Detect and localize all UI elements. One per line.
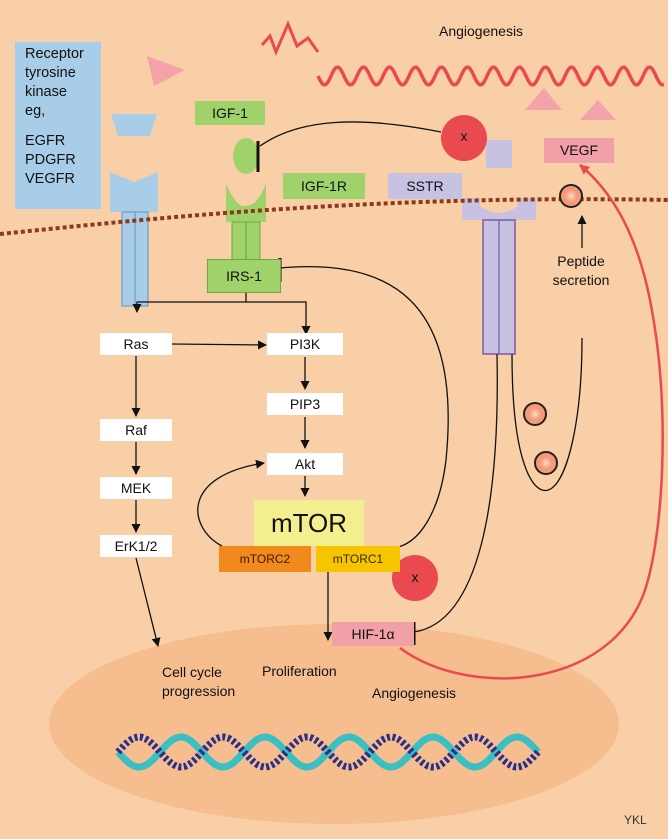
node-pip3: PIP3 bbox=[267, 393, 343, 415]
vesicle bbox=[523, 402, 547, 426]
vesicle bbox=[559, 184, 583, 208]
dna-strand-navy bbox=[115, 733, 541, 771]
peptide-secretion-label: Peptide secretion bbox=[536, 252, 626, 290]
igf1-receptor bbox=[226, 138, 266, 263]
peptide-label-line: secretion bbox=[552, 272, 610, 288]
angiogenesis-vessel-wave bbox=[316, 65, 665, 87]
sstr-extracellular bbox=[462, 198, 536, 220]
rtk-label-line: eg, bbox=[25, 103, 46, 119]
node-mek: MEK bbox=[100, 477, 172, 499]
sstr-to-hif bbox=[413, 353, 498, 633]
vegf-label: VEGF bbox=[544, 138, 614, 163]
node-ras: Ras bbox=[100, 333, 172, 355]
ligand-triangle bbox=[525, 88, 562, 110]
node-hif1a: HIF-1α bbox=[332, 622, 414, 646]
node-mtorc2: mTORC2 bbox=[219, 546, 311, 572]
irs1-label: IRS-1 bbox=[207, 259, 281, 293]
receptor-tyrosine-kinase-box: Receptor tyrosine kinase eg, EGFR PDGFR … bbox=[15, 42, 101, 209]
rtk-label-line: PDGFR bbox=[25, 152, 76, 168]
node-mtorc1: mTORC1 bbox=[316, 546, 400, 572]
angiogenesis-vessel bbox=[260, 20, 320, 57]
cell-cycle-line: progression bbox=[162, 683, 236, 699]
node-raf: Raf bbox=[100, 419, 172, 441]
inhibitor-circle-bottom bbox=[392, 555, 438, 601]
node-mtor: mTOR bbox=[254, 500, 364, 546]
inhibitor-x-top: x bbox=[460, 128, 468, 144]
rtk-label-line: VEGFR bbox=[25, 171, 75, 187]
peptide-label-line: Peptide bbox=[557, 253, 605, 269]
sstr-ligand bbox=[486, 140, 512, 168]
ras-to-pi3k bbox=[171, 340, 267, 350]
rtk-label-line: tyrosine bbox=[25, 65, 76, 81]
igf1r-label: IGF-1R bbox=[283, 173, 365, 199]
sstr-label: SSTR bbox=[388, 173, 462, 199]
igf1-ligand bbox=[233, 138, 259, 174]
irs1-feedback bbox=[279, 265, 449, 549]
connectors bbox=[131, 121, 587, 647]
rtk-extracellular bbox=[110, 172, 158, 212]
angiogenesis-top-label: Angiogenesis bbox=[439, 23, 524, 39]
ligand-triangle bbox=[147, 56, 185, 86]
node-pi3k: PI3K bbox=[267, 333, 343, 355]
rtk-ligand bbox=[111, 114, 157, 136]
mtorc2-feedback bbox=[197, 459, 265, 547]
irs1-branch bbox=[246, 301, 311, 335]
dna-helix bbox=[115, 733, 541, 771]
angiogenesis-nucleus-label: Angiogenesis bbox=[372, 685, 457, 701]
cell-membrane bbox=[0, 197, 668, 236]
cell-cycle-line: Cell cycle bbox=[162, 664, 222, 680]
sstr-receptor bbox=[462, 140, 536, 355]
inhibitor-x-bottom: x bbox=[411, 569, 419, 585]
igf1-label: IGF-1 bbox=[195, 101, 265, 125]
inhibit-igf1 bbox=[259, 121, 442, 147]
receptor-tyrosine-kinase bbox=[110, 114, 158, 307]
node-erk: ErK1/2 bbox=[100, 535, 172, 557]
hif-to-vegf bbox=[399, 164, 664, 680]
credit-label: YKL bbox=[624, 813, 647, 827]
peptide-loop bbox=[511, 337, 583, 492]
vesicle bbox=[534, 451, 558, 475]
rtk-label-line: kinase bbox=[25, 84, 67, 100]
nucleus bbox=[49, 624, 619, 824]
rtk-label-line: EGFR bbox=[25, 133, 66, 149]
proliferation-label: Proliferation bbox=[262, 663, 337, 679]
ligand-triangle bbox=[580, 100, 616, 120]
node-akt: Akt bbox=[267, 453, 343, 475]
irs1-branch bbox=[132, 293, 247, 313]
rtk-label-line: Receptor bbox=[25, 46, 84, 62]
erk-to-cellcycle bbox=[135, 557, 161, 647]
cell-cycle-label: Cell cycle progression bbox=[162, 663, 235, 701]
inhibitor-circle-top bbox=[441, 115, 487, 161]
